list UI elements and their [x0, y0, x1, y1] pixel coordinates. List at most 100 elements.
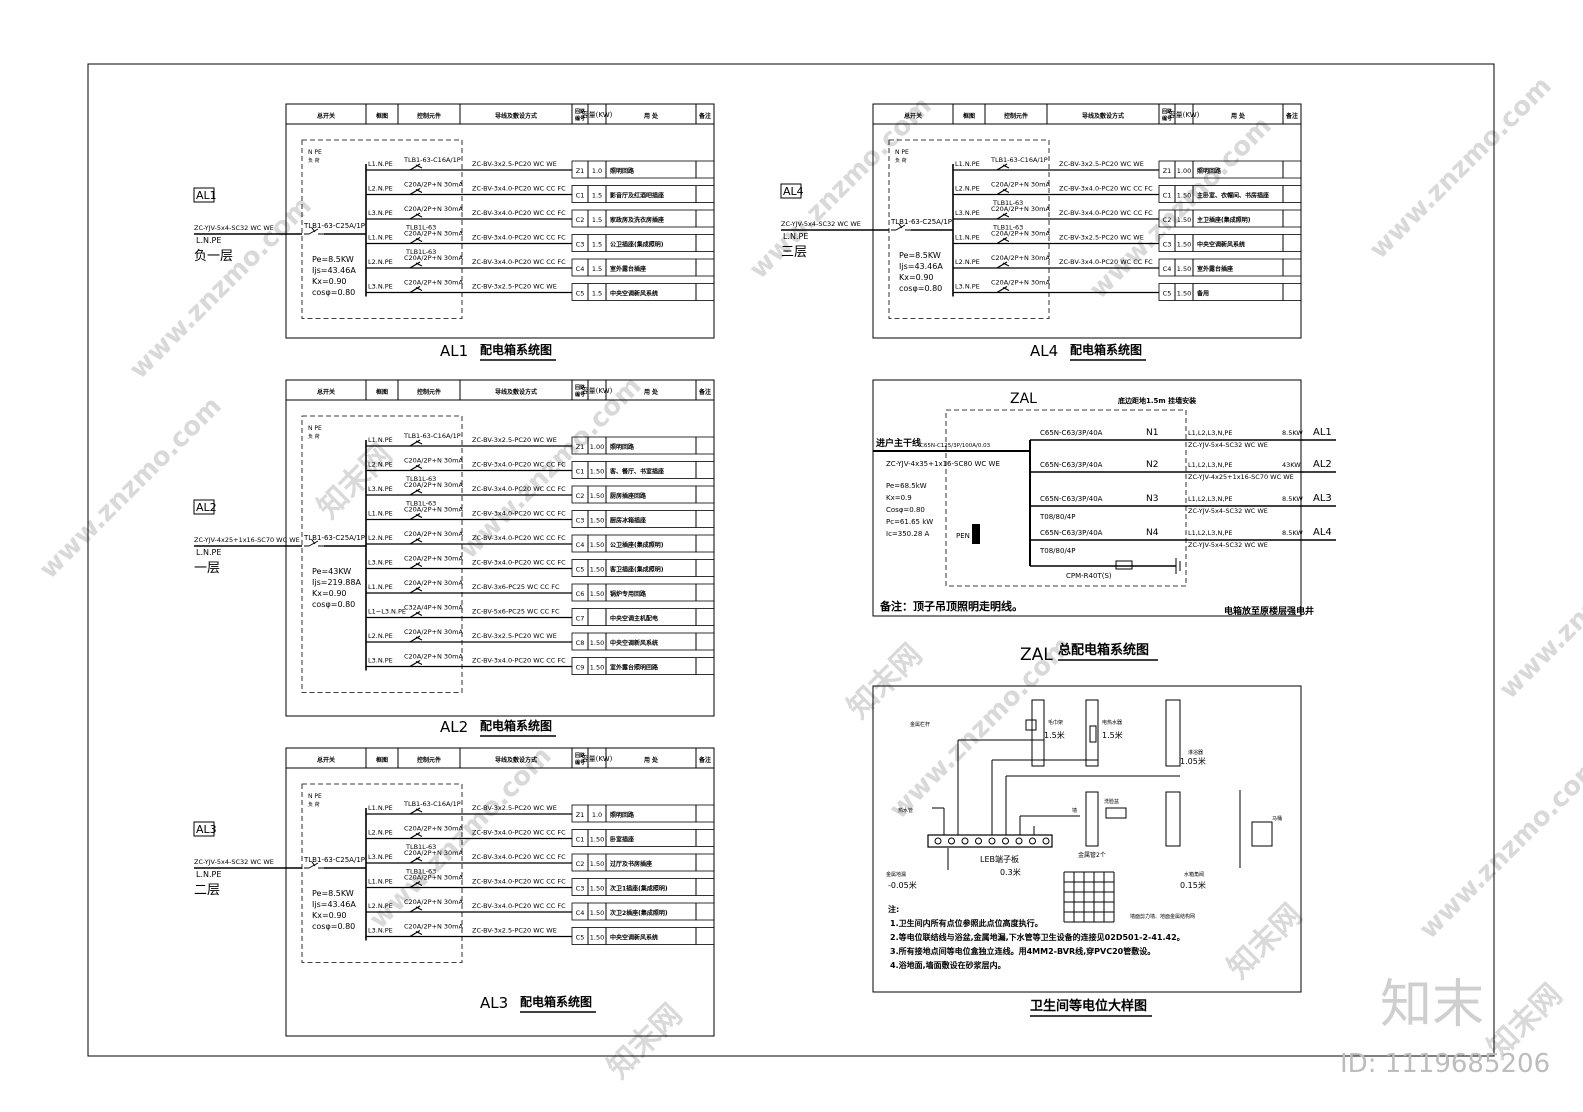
circuit-kw: 1.5: [592, 216, 602, 224]
col-header-remark: 备注: [698, 388, 711, 396]
ijs-value: Ijs=43.46A: [312, 266, 356, 275]
switch-blade: [895, 224, 906, 231]
circuit-kw: 1.50: [590, 517, 604, 525]
circuit-use: 主卫插座(集成照明): [1197, 216, 1251, 224]
circuit-kw: 1.00: [1177, 167, 1191, 175]
zal-branch-phase: L1,L2,L3,N,PE: [1188, 461, 1232, 469]
col-header-capacity: 容量(KW): [582, 754, 613, 763]
col-header-main-switch: 总开关: [904, 112, 922, 120]
caption-code: AL3: [480, 994, 508, 1012]
circuit-wire: ZC-BV-3x2.5-PC20 WC WE: [1059, 234, 1144, 242]
box-enclosure: [301, 139, 463, 319]
pe-value: Pe=8.5KW: [899, 251, 941, 260]
circuit-device: C20A/2P+N 30mA: [991, 205, 1050, 213]
circuit-use: 室外露台插座: [1197, 265, 1233, 273]
wall: [1031, 699, 1045, 767]
panel-id-box: [193, 499, 215, 515]
circuit-phase: L2.N.PE: [368, 902, 393, 910]
circuit-cell: [571, 853, 715, 872]
circuit-kw: 1.50: [590, 590, 604, 598]
panel-al1: 总开关框图控制元件导线及敷设方式回路编号容量(KW)用 处备注N PE负 荷AL…: [193, 103, 715, 361]
circuit-use: 公卫插座(集成照明): [610, 541, 664, 549]
brand-logo: 知末: [1380, 975, 1484, 1035]
zal-branch-cable: ZC-YJV-4x25+1x16-SC70 WC WE: [1188, 473, 1294, 481]
zal-branch-cable: ZC-YJV-5x4-SC32 WC WE: [1188, 441, 1268, 449]
circuit-kw: 1.5: [592, 265, 602, 273]
toilet-icon: [1251, 821, 1273, 847]
pe-value: Pe=43KW: [312, 567, 351, 576]
circuit-number: C2: [576, 216, 585, 224]
col-header-diagram: 框图: [376, 112, 388, 120]
circuit-wire: ZC-BV-3x4.0-PC20 WC CC FC: [472, 829, 566, 837]
circuit-kw: 1.50: [1177, 241, 1191, 249]
circuit-device: C20A/2P+N 30mA: [404, 874, 463, 882]
circuit-kw: 1.50: [590, 934, 604, 942]
breaker-mark: [415, 514, 423, 518]
breaker-mark: [415, 489, 423, 494]
cos-value: cosφ=0.80: [899, 284, 942, 293]
circuit-device: C20A/2P+N 30mA: [404, 506, 463, 514]
breaker-mark: [415, 636, 423, 641]
col-header-control: 控制元件: [417, 388, 441, 396]
npe-label: N PE: [895, 149, 909, 156]
circuit-use: 中央空调主机配电: [610, 615, 658, 623]
col-header-use: 用 处: [1230, 112, 1246, 120]
circuit-number: C1: [1163, 192, 1172, 200]
caption-code: AL2: [440, 718, 468, 736]
circuit-use: 影音厅及红酒吧插座: [610, 192, 664, 200]
circuit-phase: L1~L3.N.PE: [368, 608, 406, 616]
circuit-number: C5: [576, 290, 585, 298]
label-box: 金属管2个: [1078, 851, 1106, 859]
zal-branch-breaker: C65N-C63/3P/40A: [1040, 461, 1103, 469]
terminal-screw: [961, 837, 969, 845]
breaker-mark: [415, 906, 423, 911]
breaker-mark: [415, 465, 423, 469]
label-water-pipe: 水箱角阀: [1184, 871, 1204, 878]
circuit-kw: 1.50: [590, 492, 604, 500]
box-enclosure: [301, 415, 463, 693]
circuit-phase: L2.N.PE: [955, 258, 980, 266]
breaker-mark: [1002, 189, 1010, 193]
circuit-wire: ZC-BV-3x4.0-PC20 WC CC FC: [472, 534, 566, 542]
bath-frame: [872, 685, 1302, 993]
zal-branch-target: AL3: [1313, 493, 1332, 504]
circuit-number: C1: [576, 468, 585, 476]
zal-caption-code: ZAL: [1020, 645, 1053, 665]
wall: [1085, 791, 1099, 847]
circuit-kw: 1.50: [590, 664, 604, 672]
circuit-device: C20A/2P+N 30mA: [404, 923, 463, 931]
circuit-cell: [571, 632, 715, 651]
breaker-mark: [415, 612, 423, 616]
circuit-kw: 1.0: [592, 811, 602, 819]
zal-branch-n: N4: [1146, 528, 1159, 538]
circuit-kw: 1.5: [592, 192, 602, 200]
circuit-phase: L3.N.PE: [368, 559, 393, 567]
circuit-device: C20A/2P+N 30mA: [404, 205, 463, 213]
caption-code: AL4: [1030, 342, 1058, 360]
breaker-mark: [1002, 287, 1010, 291]
col-header-circuit: 回路: [575, 384, 586, 391]
circuit-kw: 1.50: [1177, 216, 1191, 224]
main-breaker: TLB1-63-C25A/1P: [303, 222, 365, 230]
caption-title: 配电箱系统图: [520, 994, 592, 1009]
label-rail: 金属栏杆: [910, 721, 930, 728]
circuit-cell: [571, 804, 715, 823]
zal-title: ZAL: [1010, 391, 1037, 407]
circuit-cell: [571, 160, 715, 179]
circuit-device: C20A/2P+N 30mA: [404, 579, 463, 587]
circuit-phase: L1.N.PE: [368, 583, 393, 591]
breaker-symbol: [996, 261, 1008, 269]
circuit-use: 家政房及洗衣房插座: [610, 216, 664, 224]
circuit-cell: [571, 657, 715, 675]
floor-label: 负一层: [194, 249, 233, 264]
circuit-kw: 1.50: [590, 468, 604, 476]
col-header-number: 编号: [575, 115, 585, 122]
circuit-number: C4: [576, 541, 585, 549]
panel-id: AL4: [783, 185, 804, 198]
label-shower: 淋浴器: [1188, 749, 1203, 756]
circuit-wire: ZC-BV-3x2.5-PC20 WC WE: [472, 160, 557, 168]
